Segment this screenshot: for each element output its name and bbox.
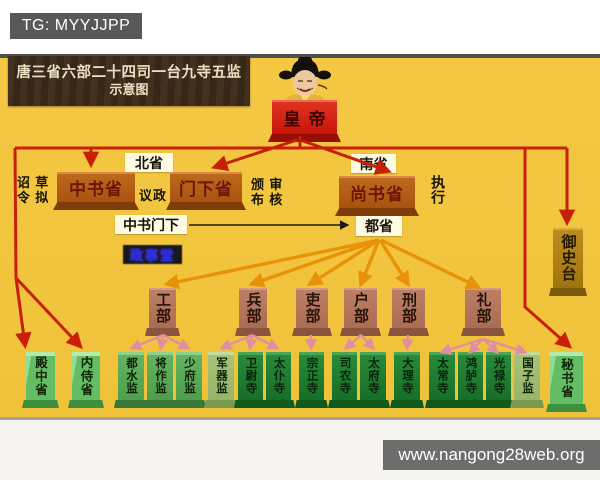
agency-label: 鸿胪寺 (464, 357, 477, 395)
agency-box: 殿中省 (26, 352, 55, 400)
ministry-label: 工部 (154, 292, 170, 324)
ministry-label: 兵部 (244, 292, 261, 324)
site-watermark: www.nangong28web.org (383, 440, 600, 470)
state-affairs-box: 尚书省 (339, 176, 415, 208)
agency-box: 宗正寺 (299, 352, 324, 400)
agency-box: 秘书省 (550, 352, 583, 404)
deliberation-note: 议政 (139, 188, 168, 203)
emperor-label: 皇帝 (283, 109, 334, 129)
secretariat-label: 中书省 (69, 179, 123, 199)
agency-box: 太仆寺 (266, 352, 291, 400)
agency-label: 司农寺 (338, 357, 351, 395)
ministry-box: 工部 (149, 288, 176, 328)
chancellery-label: 门下省 (179, 179, 233, 199)
ministry-box: 吏部 (296, 288, 328, 328)
ministry-label: 户部 (352, 292, 368, 324)
ministry-box: 户部 (344, 288, 377, 328)
tg-watermark: TG: MYYJJPP (10, 13, 142, 39)
ministry-box: 刑部 (392, 288, 425, 328)
agency-label: 大理寺 (401, 357, 413, 395)
ministry-box: 礼部 (465, 288, 501, 328)
agency-box: 太府寺 (360, 352, 386, 400)
agency-box: 鸿胪寺 (458, 352, 483, 400)
dusheng-box: 都省 (356, 216, 402, 236)
agency-box: 将作监 (147, 352, 173, 400)
agency-box: 大理寺 (394, 352, 420, 400)
agency-label: 太常寺 (436, 357, 448, 395)
agency-box: 太常寺 (429, 352, 455, 400)
agency-box: 光禄寺 (486, 352, 511, 400)
divider-bottom (0, 417, 600, 420)
agency-label: 秘书省 (559, 357, 573, 399)
ministry-label: 刑部 (400, 292, 416, 324)
execution-note: 执行 (429, 175, 445, 205)
agency-box: 司农寺 (332, 352, 357, 400)
agency-box: 内侍省 (72, 352, 100, 400)
emperor-box: 皇帝 (272, 100, 337, 134)
zhengshitang-box: 政事堂 (123, 245, 182, 264)
agency-label: 光禄寺 (492, 357, 505, 395)
state-affairs-label: 尚书省 (350, 184, 404, 204)
agency-label: 卫尉寺 (244, 357, 257, 395)
zhongshu-menxia-box: 中书门下 (115, 215, 187, 234)
agency-label: 内侍省 (78, 355, 93, 397)
emperor-portrait-icon (279, 57, 331, 103)
ministry-label: 吏部 (303, 292, 320, 324)
north-text: 北省 (135, 156, 163, 172)
north-province-label: 北省 (125, 153, 173, 172)
promulgate-review-note: 颁 审 布 核 (251, 177, 284, 207)
agency-label: 将作监 (154, 357, 166, 395)
zhongshu-menxia-label: 中书门下 (123, 218, 179, 234)
agency-box: 国子监 (514, 352, 540, 400)
censorate-box: 御史台 (553, 228, 583, 288)
agency-label: 国子监 (521, 357, 533, 395)
ministry-label: 礼部 (474, 292, 491, 324)
title-line2: 示意图 (109, 81, 149, 97)
divider-top (0, 54, 600, 58)
south-province-label: 南省 (351, 154, 396, 173)
south-text: 南省 (359, 157, 388, 173)
agency-label: 太仆寺 (272, 357, 285, 395)
secretariat-box: 中书省 (57, 172, 135, 202)
agency-label: 军器监 (215, 357, 227, 395)
agency-label: 太府寺 (367, 357, 379, 395)
censorate-label: 御史台 (559, 234, 576, 282)
draft-edicts-note: 诏 草 令 拟 (17, 175, 50, 205)
zhengshitang-label: 政事堂 (129, 248, 175, 263)
agency-label: 都水监 (125, 357, 137, 395)
dusheng-label: 都省 (365, 220, 393, 235)
diagram-title: 唐三省六部二十四司一台九寺五监 示意图 (8, 56, 250, 106)
agency-label: 少府监 (183, 357, 195, 395)
agency-box: 都水监 (118, 352, 144, 400)
agency-box: 少府监 (176, 352, 202, 400)
agency-box: 军器监 (208, 352, 234, 400)
title-line1: 唐三省六部二十四司一台九寺五监 (16, 64, 242, 81)
agency-label: 宗正寺 (305, 357, 318, 395)
ministry-box: 兵部 (239, 288, 267, 328)
chancellery-box: 门下省 (170, 172, 242, 202)
agency-box: 卫尉寺 (238, 352, 263, 400)
agency-label: 殿中省 (33, 355, 47, 397)
